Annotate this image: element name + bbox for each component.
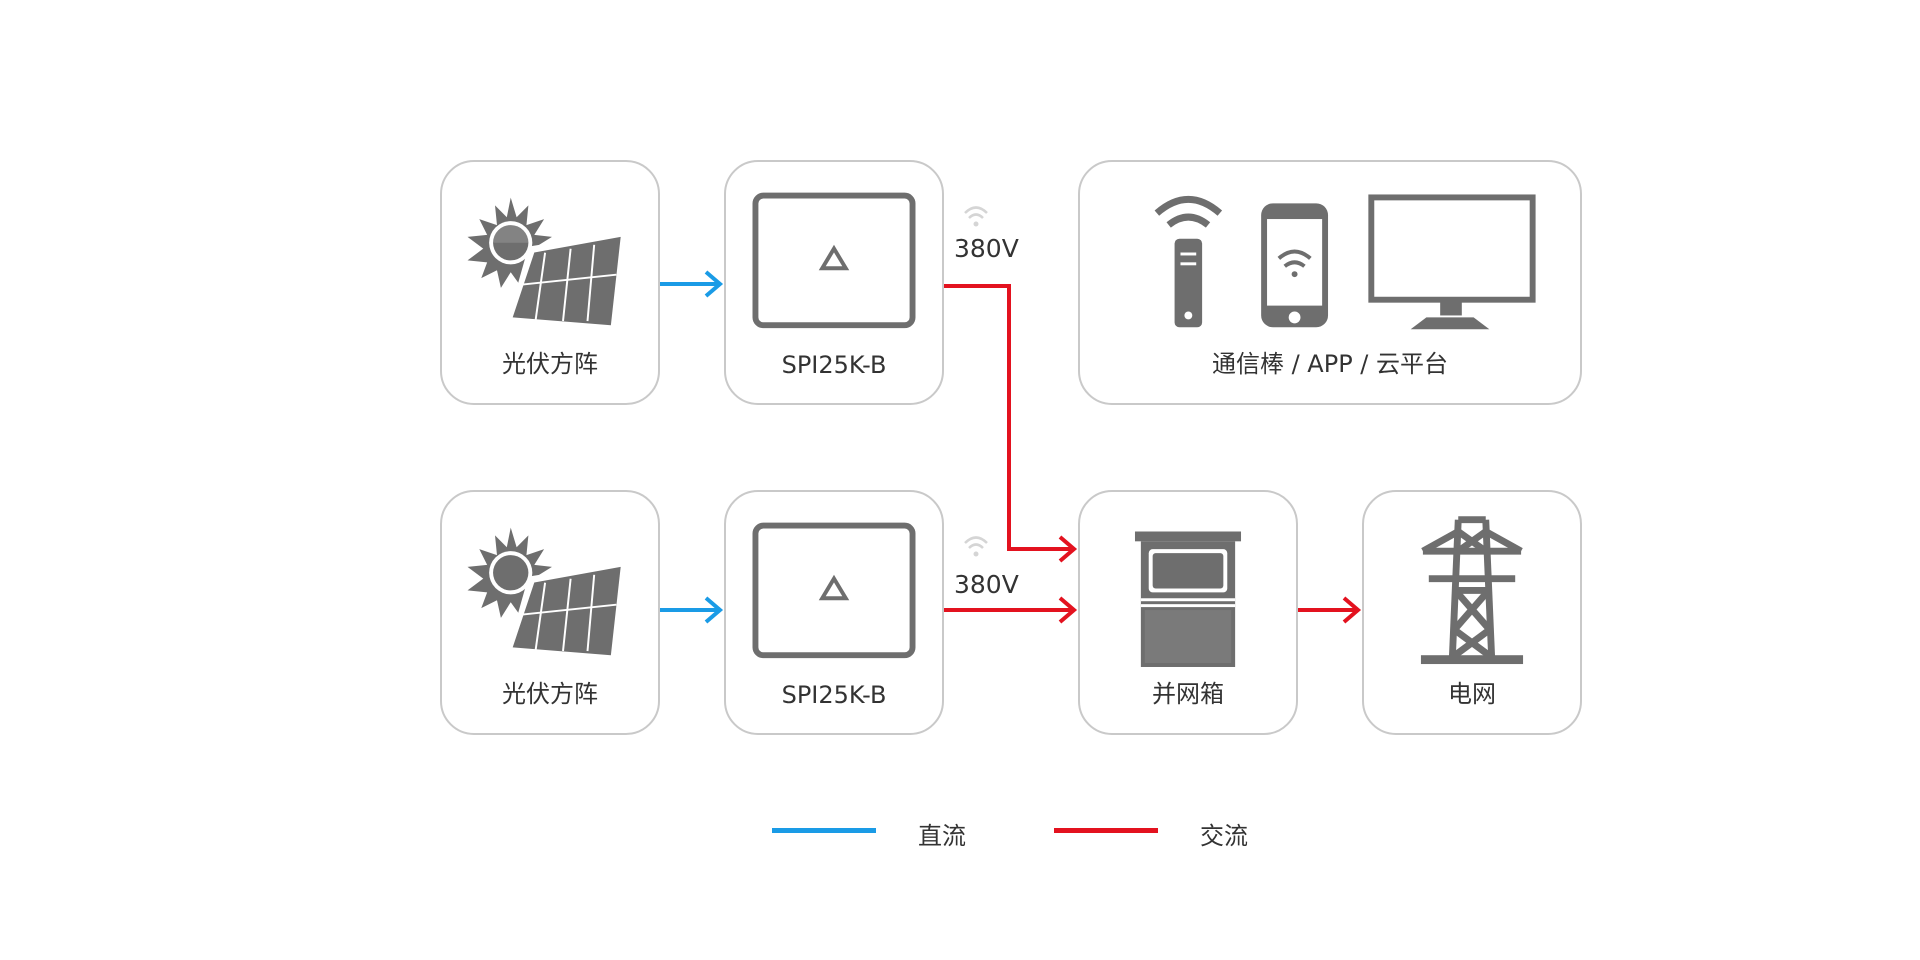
voltage-label-top: 380V [954, 234, 1019, 263]
monitoring-icons [1154, 194, 1536, 330]
legend-ac-line [1054, 828, 1158, 833]
pv-array-label-top: 光伏方阵 [502, 350, 598, 378]
ac-arrow-bottom [944, 596, 1078, 624]
legend-ac-label: 交流 [1200, 822, 1248, 850]
power-tower-icon [1420, 516, 1524, 665]
pv-array-label-bottom: 光伏方阵 [502, 680, 598, 708]
grid-label: 电网 [1448, 680, 1496, 708]
grid-box-icon [1134, 531, 1242, 667]
ac-arrow-grid [1298, 596, 1362, 624]
legend-dc-label: 直流 [918, 822, 966, 850]
solar-panel-icon [467, 527, 625, 662]
monitoring-node: 通信棒 / APP / 云平台 [1078, 160, 1582, 405]
combiner-box-node: 并网箱 [1078, 490, 1298, 735]
dc-arrow-top [660, 270, 724, 298]
voltage-label-bottom: 380V [954, 570, 1019, 599]
wifi-small-icon-bottom [964, 536, 988, 557]
inverter-node-top: SPI25K-B [724, 160, 944, 405]
wifi-stick-icon [1154, 196, 1223, 328]
solar-panel-icon [467, 197, 625, 332]
monitor-icon [1368, 194, 1536, 330]
pv-array-node-top: 光伏方阵 [440, 160, 660, 405]
smartphone-icon [1261, 203, 1329, 328]
dc-arrow-bottom [660, 596, 724, 624]
wifi-small-icon-top [964, 206, 988, 227]
combiner-box-label: 并网箱 [1152, 680, 1224, 708]
pv-array-node-bottom: 光伏方阵 [440, 490, 660, 735]
legend-dc-line [772, 828, 876, 833]
monitoring-label: 通信棒 / APP / 云平台 [1211, 350, 1449, 378]
inverter-icon [752, 192, 916, 329]
ac-arrow-top [944, 284, 1078, 563]
inverter-label-bottom: SPI25K-B [781, 681, 887, 709]
grid-node: 电网 [1362, 490, 1582, 735]
inverter-label-top: SPI25K-B [781, 351, 887, 379]
inverter-icon [752, 522, 916, 659]
inverter-node-bottom: SPI25K-B [724, 490, 944, 735]
